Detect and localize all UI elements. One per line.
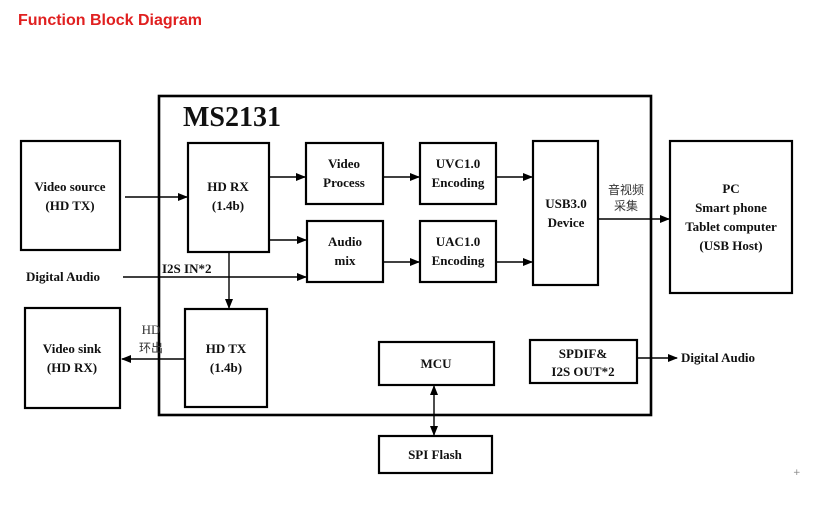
audio-mix-line1: Audio <box>328 234 362 249</box>
audio-mix-block: Audio mix <box>305 219 385 284</box>
video-sink-line2: (HD RX) <box>47 360 97 375</box>
hd-rx-block: HD RX (1.4b) <box>186 141 271 254</box>
av-capture-label-line2: 采集 <box>614 198 638 213</box>
hd-rx-line1: HD RX <box>207 179 249 194</box>
video-source-line2: (HD TX) <box>45 198 94 213</box>
hd-tx-line1: HD TX <box>206 341 247 356</box>
video-source-line1: Video source <box>34 179 105 194</box>
audio-mix-line2: mix <box>335 253 356 268</box>
host-line3: Tablet computer <box>685 219 777 234</box>
i2s-in-label: I2S IN*2 <box>162 261 212 276</box>
hd-tx-block: HD TX (1.4b) <box>183 307 269 409</box>
video-process-line1: Video <box>328 156 360 171</box>
av-capture-label-line1: 音视频 <box>608 182 644 197</box>
digital-audio-out-label: Digital Audio <box>681 350 755 365</box>
host-line4: (USB Host) <box>699 238 762 253</box>
corner-marker: + <box>793 468 801 478</box>
uvc-encoding-block: UVC1.0 Encoding <box>418 141 498 206</box>
usb-line1: USB3.0 <box>545 196 587 211</box>
spdif-i2s-out-block: SPDIF& I2S OUT*2 <box>528 338 639 385</box>
uac-line2: Encoding <box>432 253 485 268</box>
usb-device-block: USB3.0 Device <box>531 139 600 287</box>
video-sink-line1: Video sink <box>43 341 102 356</box>
mcu-label: MCU <box>420 356 452 371</box>
hd-loop-out-label-line1: HD <box>142 322 161 337</box>
chip-boundary <box>157 94 653 417</box>
host-line2: Smart phone <box>695 200 767 215</box>
spdif-line1: SPDIF& <box>559 346 608 361</box>
video-process-block: Video Process <box>304 141 385 206</box>
chip-name: MS2131 <box>183 102 281 133</box>
hd-loop-out-label-line2: 环出 <box>139 341 163 355</box>
uac-encoding-block: UAC1.0 Encoding <box>418 219 498 284</box>
mcu-block: MCU <box>377 340 496 387</box>
video-sink-block: Video sink (HD RX) <box>23 306 122 410</box>
usb-host-block: PC Smart phone Tablet computer (USB Host… <box>668 139 794 295</box>
uvc-line2: Encoding <box>432 175 485 190</box>
usb-line2: Device <box>548 215 585 230</box>
uvc-line1: UVC1.0 <box>436 156 480 171</box>
hd-rx-line2: (1.4b) <box>212 198 244 213</box>
video-process-line2: Process <box>323 175 365 190</box>
host-line1: PC <box>722 181 739 196</box>
diagram-title: Function Block Diagram <box>18 12 203 29</box>
video-source-block: Video source (HD TX) <box>19 139 122 252</box>
spi-flash-label: SPI Flash <box>408 447 463 462</box>
hd-tx-line2: (1.4b) <box>210 360 242 375</box>
uac-line1: UAC1.0 <box>436 234 480 249</box>
digital-audio-in-label: Digital Audio <box>26 269 100 284</box>
spdif-line2: I2S OUT*2 <box>551 364 614 379</box>
spi-flash-block: SPI Flash <box>377 434 494 475</box>
